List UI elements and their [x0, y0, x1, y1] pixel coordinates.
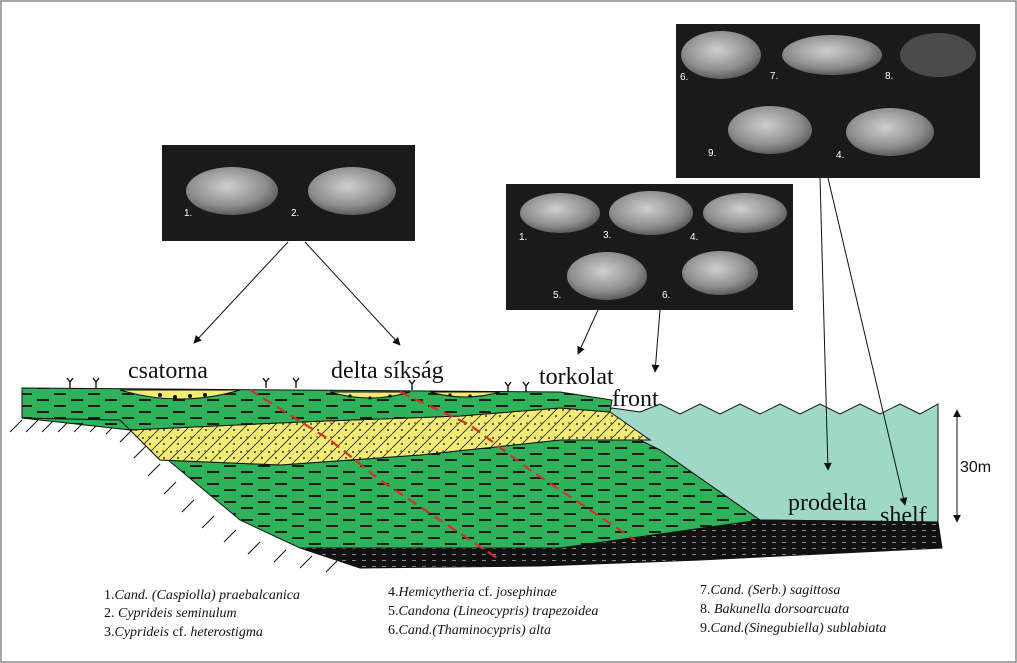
legend-entry: 5.Candona (Lineocypris) trapezoidea: [388, 604, 598, 619]
specimen-number: 6.: [662, 290, 670, 301]
specimen-number: 7.: [770, 71, 778, 82]
zone-label-prodelta: prodelta: [788, 490, 867, 516]
legend-entry: 9.Cand.(Sinegubiella) sublabiata: [700, 621, 886, 636]
specimen-number: 3.: [603, 230, 611, 241]
fault-lines: [249, 389, 636, 561]
specimen-number: 5.: [553, 290, 561, 301]
legend-entry: 3.Cyprideis cf. heterostigma: [104, 625, 263, 640]
specimen-number: 2.: [291, 208, 299, 219]
ostracod-specimen: [703, 193, 787, 233]
ostracod-specimen: [609, 191, 693, 235]
arrows: [193, 177, 908, 506]
legend-entry: 1.Cand. (Caspiolla) praebalcanica: [104, 588, 300, 603]
arrow-to-channel: [193, 241, 289, 344]
specimen-number: 4.: [690, 232, 698, 243]
legend-entry: 2. Cyprideis seminulum: [104, 606, 237, 621]
ostracod-specimen: [782, 35, 882, 75]
zone-label-mouth: torkolat: [539, 364, 614, 390]
legend-entry: 8. Bakunella dorsoarcuata: [700, 602, 849, 617]
ostracod-specimen: [520, 193, 600, 233]
specimen-number: 1.: [519, 232, 527, 243]
ostracod-specimen: [846, 108, 934, 156]
ostracod-specimen: [186, 167, 278, 215]
channel-sand-lens: [119, 389, 241, 400]
arrow-to-front: [651, 309, 661, 373]
legend-entry: 4.Hemicytheria cf. josephinae: [388, 585, 557, 600]
species-legend: 1.Cand. (Caspiolla) praebalcanica 2. Cyp…: [104, 583, 886, 640]
ostracod-specimen: [900, 33, 976, 77]
specimen-number: 6.: [680, 72, 688, 83]
ostracod-specimen: [308, 167, 396, 215]
ostracod-specimen: [567, 252, 647, 300]
specimen-number: 4.: [836, 150, 844, 161]
zone-label-front: front: [612, 386, 659, 412]
arrow-to-mouth: [577, 309, 599, 355]
legend-entry: 7.Cand. (Serb.) sagittosa: [700, 583, 840, 598]
zone-label-delta-plain: delta síkság: [331, 358, 444, 384]
lens-pebbles: [158, 393, 472, 400]
arrow-to-prodelta: [819, 177, 832, 471]
ostracod-specimen: [728, 106, 812, 154]
zone-label-channel: csatorna: [128, 358, 208, 384]
arrow-to-delta-plain: [304, 241, 401, 346]
specimen-panel-prodelta-shelf: 6. 7. 8. 9. 4.: [676, 24, 980, 178]
specimen-number: 9.: [708, 148, 716, 159]
arrow-to-shelf: [827, 177, 908, 506]
zone-label-shelf: shelf: [880, 503, 927, 529]
specimen-number: 1.: [184, 208, 192, 219]
specimen-number: 8.: [885, 71, 893, 82]
specimen-panel-mouth-front: 1. 3. 4. 5. 6.: [506, 184, 793, 310]
ostracod-specimen: [682, 251, 758, 295]
scale-label: 30m: [960, 459, 991, 476]
cross-section: [9, 377, 943, 573]
legend-entry: 6.Cand.(Thaminocypris) alta: [388, 623, 551, 638]
vegetation-symbols: [66, 377, 530, 392]
ostracod-specimen: [681, 31, 761, 79]
specimen-panel-channel-plain: 1. 2.: [162, 145, 415, 241]
